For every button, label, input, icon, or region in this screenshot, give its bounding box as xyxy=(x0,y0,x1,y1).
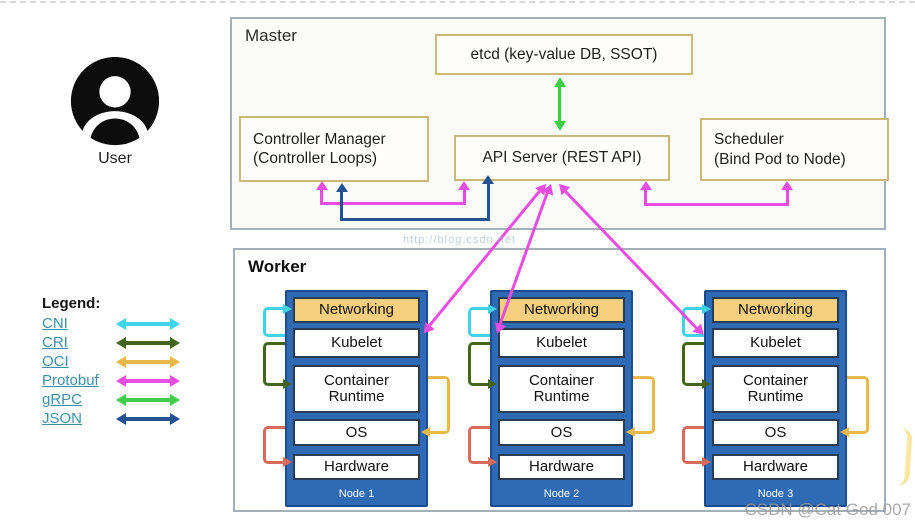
protobuf-arrow-cm-apiserver xyxy=(316,181,470,205)
master-section: Master etcd (key-value DB, SSOT) Control… xyxy=(230,17,889,230)
worker-node-2: Networking Kubelet Container Runtime OS … xyxy=(468,290,655,507)
node2-layer-container-runtime: Container Runtime xyxy=(498,365,625,413)
legend-row-grpc: gRPC xyxy=(42,390,180,409)
legend-arrow-cri xyxy=(116,336,180,350)
api-server-box: API Server (REST API) xyxy=(454,135,670,181)
watermark-url: http://blog.csdn.net xyxy=(403,234,516,246)
node3-layer-os: OS xyxy=(712,419,839,446)
oci-loop-arrow-node3 xyxy=(840,376,869,437)
legend-row-protobuf: Protobuf xyxy=(42,371,180,390)
scheduler-box: Scheduler (Bind Pod to Node) xyxy=(700,118,889,181)
node3-layer-container-runtime: Container Runtime xyxy=(712,365,839,413)
node1-layer-hardware: Hardware xyxy=(293,454,420,480)
node2-layer-networking: Networking xyxy=(498,297,625,323)
node3-layer-kubelet: Kubelet xyxy=(712,328,839,358)
legend-row-json: JSON xyxy=(42,409,180,428)
legend-link-json[interactable]: JSON xyxy=(42,410,83,427)
legend-arrow-cni xyxy=(116,317,180,331)
cri-loop-arrow-node3 xyxy=(682,342,711,389)
os-hw-loop-arrow-node2 xyxy=(468,426,497,467)
legend-arrow-json xyxy=(116,412,180,426)
etcd-label: etcd (key-value DB, SSOT) xyxy=(470,45,658,63)
oci-loop-arrow-node1 xyxy=(421,376,450,437)
node2-layer-kubelet: Kubelet xyxy=(498,328,625,358)
top-dashed-line xyxy=(0,1,915,3)
controller-manager-label-line1: Controller Manager xyxy=(253,130,386,148)
legend-row-cni: CNI xyxy=(42,314,180,333)
cri-loop-arrow-node2 xyxy=(468,342,497,389)
json-arrow-user-apiserver xyxy=(336,175,494,221)
worker-node-3: Networking Kubelet Container Runtime OS … xyxy=(682,290,869,507)
node1-layer-kubelet: Kubelet xyxy=(293,328,420,358)
legend-arrow-grpc xyxy=(116,393,180,407)
worker-section: Worker Networking Kubelet Container Runt… xyxy=(233,248,886,512)
node3-name: Node 3 xyxy=(757,488,794,500)
master-title: Master xyxy=(245,26,297,45)
controller-manager-label-line2: (Controller Loops) xyxy=(253,150,378,167)
legend-link-grpc[interactable]: gRPC xyxy=(42,391,83,408)
legend-link-protobuf[interactable]: Protobuf xyxy=(42,372,99,389)
protobuf-arrow-apiserver-scheduler xyxy=(640,181,793,206)
oci-loop-arrow-node2 xyxy=(626,376,655,437)
cni-loop-arrow-node1 xyxy=(263,304,292,337)
worker-node-1: Networking Kubelet Container Runtime OS … xyxy=(263,290,450,507)
node2-layer-os: OS xyxy=(498,419,625,446)
user-label: User xyxy=(98,150,132,167)
user-icon xyxy=(69,55,161,152)
os-hw-loop-arrow-node3 xyxy=(682,426,711,467)
scheduler-label-line2: (Bind Pod to Node) xyxy=(714,150,846,168)
legend-title: Legend: xyxy=(42,295,101,312)
legend-arrow-oci xyxy=(116,355,180,369)
node2-name: Node 2 xyxy=(543,488,580,500)
os-hw-loop-arrow-node1 xyxy=(263,426,292,467)
node3-layer-networking: Networking xyxy=(712,297,839,323)
scheduler-label-line1: Scheduler xyxy=(714,131,784,149)
legend: Legend: CNI CRI OCI Protobuf gRPC JSON xyxy=(42,295,180,428)
yellow-highlight-mark xyxy=(891,427,914,487)
node1-layer-networking: Networking xyxy=(293,297,420,323)
worker-title: Worker xyxy=(248,257,307,276)
cri-loop-arrow-node1 xyxy=(263,342,292,389)
node3-layer-hardware: Hardware xyxy=(712,454,839,480)
node1-layer-os: OS xyxy=(293,419,420,446)
legend-link-cni[interactable]: CNI xyxy=(42,315,68,332)
node1-name: Node 1 xyxy=(338,488,375,500)
legend-row-cri: CRI xyxy=(42,333,180,352)
watermark-csdn: CSDN @Cat God 007 xyxy=(744,500,911,519)
legend-arrow-protobuf xyxy=(116,374,180,388)
controller-manager-box: Controller Manager (Controller Loops) xyxy=(239,116,429,182)
cni-loop-arrow-node2 xyxy=(468,304,497,337)
node2-layer-hardware: Hardware xyxy=(498,454,625,480)
api-server-label: API Server (REST API) xyxy=(482,149,642,167)
etcd-box: etcd (key-value DB, SSOT) xyxy=(435,34,693,75)
legend-link-oci[interactable]: OCI xyxy=(42,353,69,370)
grpc-arrow-etcd-apiserver xyxy=(553,77,567,131)
legend-row-oci: OCI xyxy=(42,352,180,371)
legend-link-cri[interactable]: CRI xyxy=(42,334,68,351)
node1-layer-container-runtime: Container Runtime xyxy=(293,365,420,413)
person-icon xyxy=(70,56,160,146)
cni-loop-arrow-node3 xyxy=(682,304,711,337)
